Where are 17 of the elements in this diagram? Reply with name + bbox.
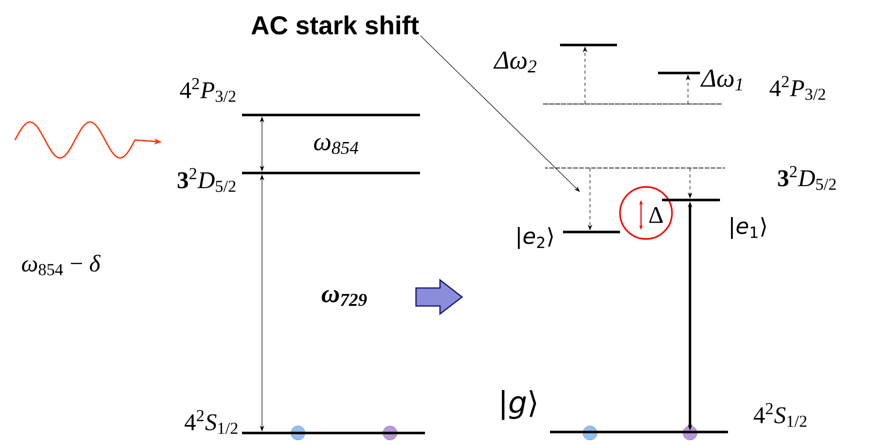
level-label: 4$^{2}$S$_{1/2}$ bbox=[184, 410, 238, 434]
symbol-label: ω$_{854}$ − δ bbox=[22, 254, 101, 276]
symbol-label: Δ bbox=[649, 207, 663, 223]
title-text: AC stark shift bbox=[251, 15, 419, 34]
edge-label: ω$_{854}$ bbox=[314, 138, 358, 154]
level-label: |e$_{2}$⟩ bbox=[518, 227, 553, 249]
symbol-label: 3$^{2}$D$_{5/2}$ bbox=[778, 166, 836, 190]
level-label: |g⟩ bbox=[502, 390, 536, 420]
edge-label: Δω$_{1}$ bbox=[700, 70, 742, 90]
edge-label: ω$_{729}$ bbox=[322, 290, 367, 306]
level-label: 3$^{2}$D$_{5/2}$ bbox=[178, 168, 236, 192]
leader-line bbox=[420, 35, 580, 192]
level-label: |e$_{1}$⟩ bbox=[730, 217, 766, 239]
symbol-label: 4$^{2}$P$_{3/2}$ bbox=[770, 76, 826, 100]
level-label: 4$^{2}$S$_{1/2}$ bbox=[754, 403, 806, 427]
level-label: 4$^{2}$P$_{3/2}$ bbox=[180, 78, 236, 102]
edge-label: Δω$_{2}$ bbox=[493, 52, 536, 72]
